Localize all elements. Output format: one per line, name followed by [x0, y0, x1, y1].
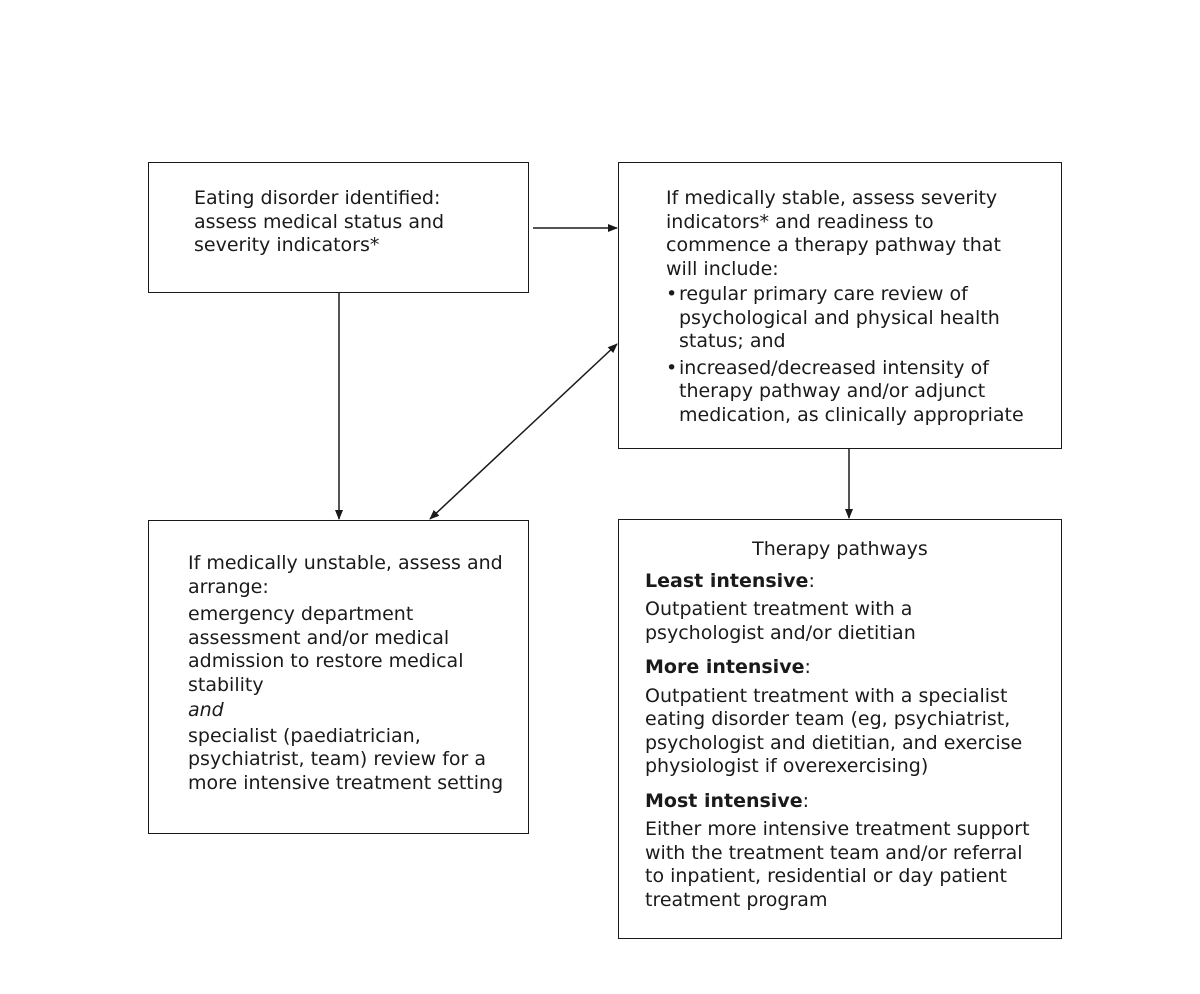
unstable-para2-line-1: specialist (paediatrician,	[188, 724, 421, 747]
unstable-para-2: specialist (paediatrician, psychiatrist,…	[188, 725, 528, 796]
identify-line-2: assess medical status and	[194, 210, 445, 233]
unstable-para1-line-3: admission to restore medical	[188, 650, 464, 672]
stable-intro-line-3: commence a therapy pathway that	[666, 234, 1001, 256]
unstable-para1-line-4: stability	[188, 673, 264, 696]
unstable-para2-line-3: more intensive treatment setting	[188, 771, 504, 794]
stable-bullet-1: •regular primary care review of psycholo…	[666, 283, 1061, 354]
identify-line-1: Eating disorder identified:	[194, 187, 441, 209]
box-medically-stable: If medically stable, assess severity ind…	[618, 162, 1062, 449]
bullet-dot: •	[666, 283, 678, 305]
unstable-conjunction: and	[188, 699, 224, 721]
pathways-title: Therapy pathways	[752, 538, 928, 560]
bullet2-line-2: therapy pathway and/or adjunct	[679, 380, 986, 402]
stable-intro-line-1: If medically stable, assess severity	[666, 187, 998, 209]
bullet-dot: •	[666, 356, 678, 379]
unstable-intro-line-1: If medically unstable, assess and	[188, 552, 503, 574]
stable-intro-line-4: will include:	[666, 257, 779, 280]
unstable-para1-line-2: assessment and/or medical	[188, 626, 450, 649]
unstable-intro-line-2: arrange:	[188, 575, 269, 598]
bullet2-line-3: medication, as clinically appropriate	[679, 403, 1024, 426]
box-medically-unstable: If medically unstable, assess and arrang…	[148, 520, 529, 834]
box-therapy-pathways: Therapy pathways Least intensive: Outpat…	[618, 519, 1062, 939]
bullet1-line-3: status; and	[679, 330, 786, 352]
least-intensive-heading: Least intensive:	[645, 569, 815, 592]
arrow-stable-unstable-bidirectional	[429, 343, 618, 520]
stable-intro-line-2: indicators* and readiness to	[666, 210, 934, 233]
bullet2-line-1: increased/decreased intensity of	[679, 356, 989, 379]
identify-line-3: severity indicators*	[194, 234, 380, 256]
box-disorder-identified: Eating disorder identified: assess medic…	[148, 162, 529, 293]
most-intensive-heading: Most intensive:	[645, 789, 810, 812]
unstable-para1-line-1: emergency department	[188, 603, 414, 625]
unstable-para-1: emergency department assessment and/or m…	[188, 603, 528, 697]
most-intensive-text: Either more intensive treatment support …	[645, 818, 1030, 911]
more-intensive-text: Outpatient treatment with a specialist e…	[645, 684, 1023, 778]
bullet1-line-1: regular primary care review of	[679, 283, 968, 305]
bullet1-line-2: psychological and physical health	[679, 306, 1000, 329]
more-intensive-heading: More intensive:	[645, 656, 811, 678]
stable-bullet-2: •increased/decreased intensity of therap…	[666, 357, 1061, 428]
least-intensive-text: Outpatient treatment with a psychologist…	[645, 598, 916, 644]
unstable-para2-line-2: psychiatrist, team) review for a	[188, 748, 487, 770]
